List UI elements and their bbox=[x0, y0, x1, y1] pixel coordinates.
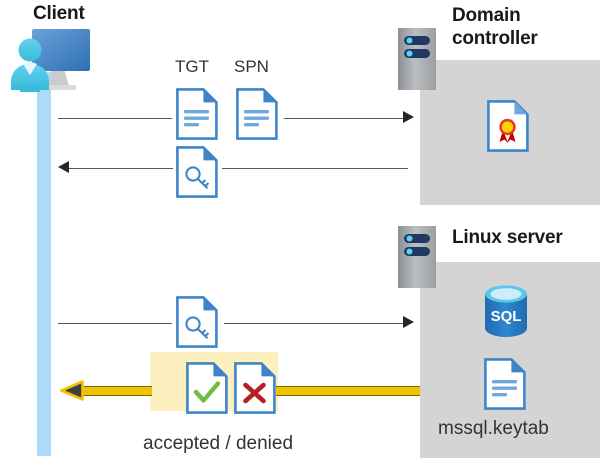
client-title: Client bbox=[33, 3, 85, 24]
client-workstation-icon bbox=[8, 24, 98, 96]
service-ticket-document-icon bbox=[176, 296, 218, 348]
accepted-denied-label: accepted / denied bbox=[143, 433, 294, 454]
session-key-document-icon bbox=[176, 146, 218, 198]
message-3-arrowhead bbox=[403, 316, 414, 328]
message-2-arrowhead bbox=[58, 161, 69, 173]
message-1-arrowhead bbox=[403, 111, 414, 123]
message-4-flow-left bbox=[78, 386, 152, 396]
message-4-arrowhead bbox=[60, 380, 84, 401]
keytab-document-icon bbox=[484, 358, 526, 410]
spn-document-icon bbox=[236, 88, 278, 140]
client-lifeline bbox=[37, 72, 51, 456]
message-4-flow-right bbox=[276, 386, 420, 396]
spn-label: SPN bbox=[234, 57, 269, 76]
linux-server-title: Linux server bbox=[452, 227, 563, 248]
keytab-filename-label: mssql.keytab bbox=[438, 418, 549, 439]
tgt-document-icon bbox=[176, 88, 218, 140]
svg-text:SQL: SQL bbox=[491, 308, 522, 325]
linux-server-rack-icon bbox=[398, 226, 436, 288]
message-3-line-left bbox=[58, 323, 172, 324]
message-2-line-right bbox=[222, 168, 408, 169]
message-2-line-left bbox=[69, 168, 173, 169]
domain-controller-title: Domain controller bbox=[452, 5, 538, 49]
sql-database-icon: SQL bbox=[480, 283, 532, 339]
message-3-line-right bbox=[224, 323, 404, 324]
domain-controller-rack-icon bbox=[398, 28, 436, 90]
message-1-line-left bbox=[58, 118, 172, 119]
message-1-line-right bbox=[284, 118, 404, 119]
accepted-document-icon bbox=[186, 362, 228, 414]
tgt-label: TGT bbox=[175, 57, 209, 76]
denied-document-icon bbox=[234, 362, 276, 414]
certificate-document-icon bbox=[487, 100, 529, 152]
